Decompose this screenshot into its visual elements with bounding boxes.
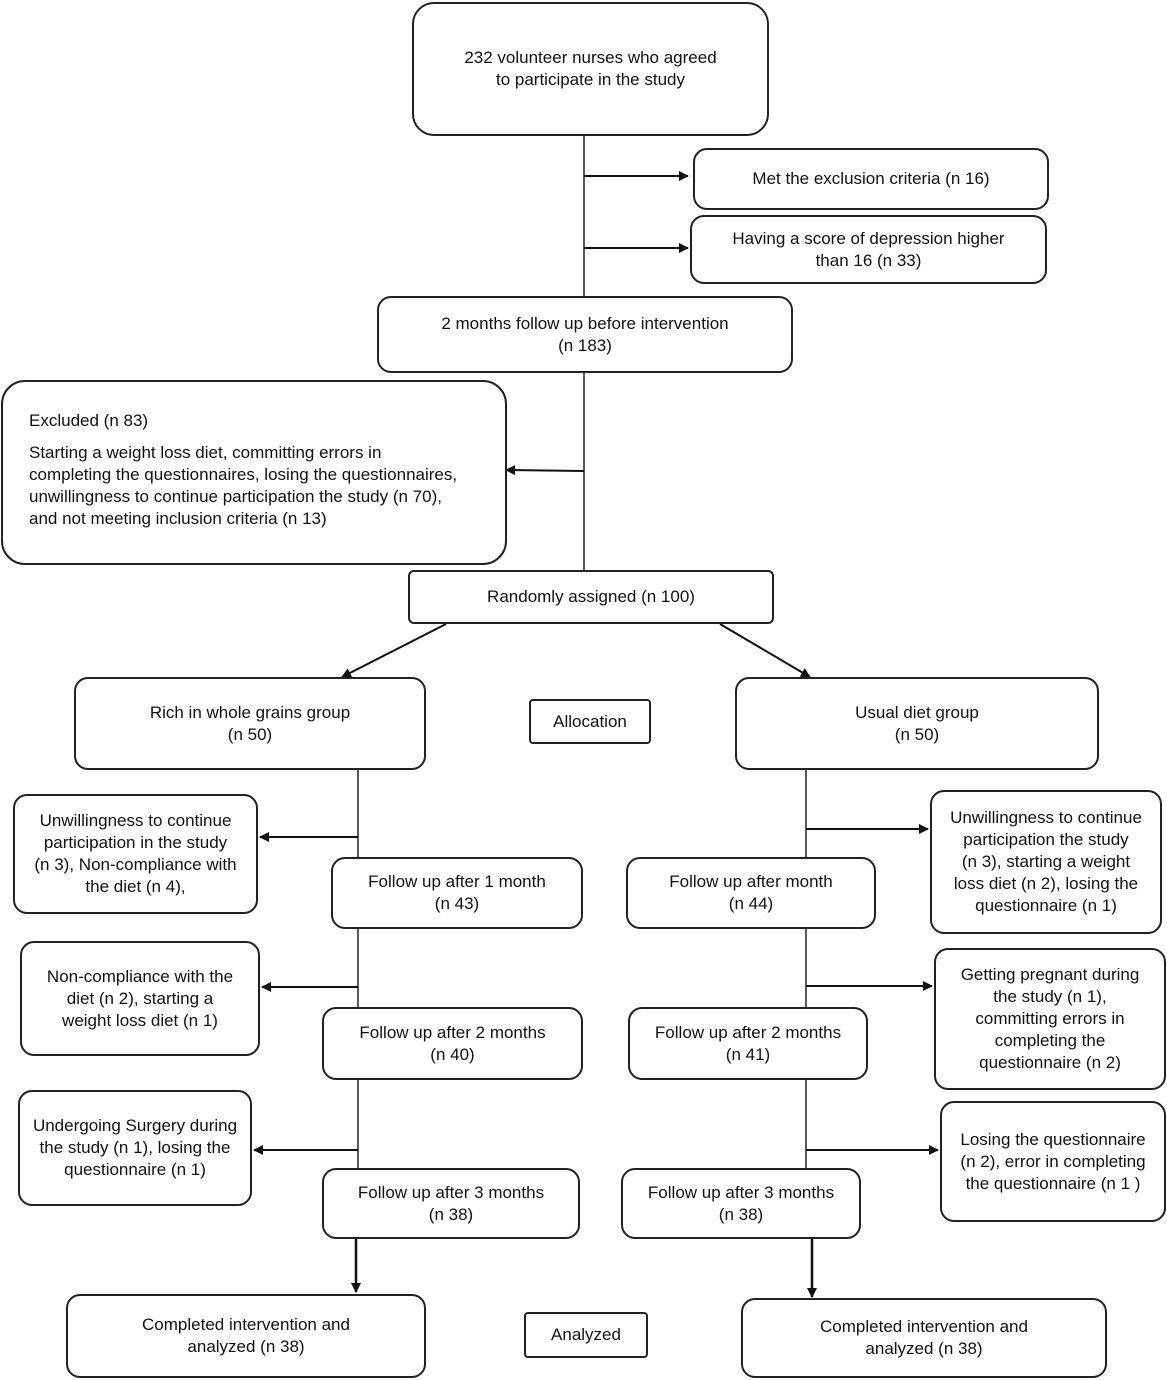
randomly-assigned-line-1: Randomly assigned (n 100) [487,587,695,606]
whole-grains-loss-1-line-3: (n 3), Non-compliance with [34,855,237,874]
whole-grains-loss-3-box: Undergoing Surgery during the study (n 1)… [18,1090,252,1206]
usual-diet-loss-1-line-1: Unwillingness to continue [950,808,1142,827]
enrolled-line-1: 232 volunteer nurses who agreed [464,48,717,67]
whole-grains-loss-1-line-4: the diet (n 4), [85,877,186,896]
usual-diet-loss-1-line-3: (n 3), starting a weight [961,852,1131,871]
excluded-details-line-4: and not meeting inclusion criteria (n 13… [29,509,327,528]
allocation-label: Allocation [529,699,651,744]
whole-grains-completed-line-1: Completed intervention and [142,1315,350,1334]
depression-score-line-1: Having a score of depression higher [732,228,1005,248]
whole-grains-loss-1-line-1: Unwillingness to continue [39,811,232,830]
usual-diet-followup-1-line-2: (n 44) [728,894,774,913]
arrow-whole-grains-group [341,623,447,678]
whole-grains-followup-1-box: Follow up after 1 month (n 43) [331,857,583,929]
usual-diet-group-line-1: Usual diet group [855,702,979,722]
usual-diet-completed-line-1: Completed intervention and [820,1317,1028,1336]
usual-diet-loss-3-box: Losing the questionnaire(n 2), error in … [940,1101,1166,1222]
usual-diet-followup-2-line-2: (n 41) [725,1044,771,1064]
whole-grains-loss-1-box: Unwillingness to continue participation i… [13,794,258,914]
analyzed-label-text: Analyzed [551,1325,621,1344]
usual-diet-loss-2-line-1: Getting pregnant during [960,965,1140,984]
pre-intervention-followup-line-2: (n 183) [558,335,612,355]
whole-grains-followup-2-line-1: Follow up after 2 months [359,1022,546,1042]
whole-grains-completed-line-2: analyzed (n 38) [187,1337,305,1356]
whole-grains-followup-3-line-2: (n 38) [428,1204,474,1224]
whole-grains-loss-2-line-2: diet (n 2), starting a [66,988,214,1008]
exclusion-criteria-box: Met the exclusion criteria (n 16) [693,148,1049,210]
excluded-details: Starting a weight loss diet, committing … [29,442,457,530]
whole-grains-group-line-2: (n 50) [227,724,273,744]
pre-intervention-followup-box: 2 months follow up before intervention(n… [377,296,793,373]
pre-intervention-followup-line-1: 2 months follow up before intervention [441,313,729,333]
allocation-label-text: Allocation [553,711,627,731]
whole-grains-followup-2-line-2: (n 40) [430,1044,475,1064]
usual-diet-loss-2-line-2: the study (n 1), [993,987,1107,1006]
whole-grains-loss-2-line-1: Non-compliance with the [46,966,234,986]
excluded-box: Excluded (n 83) Starting a weight loss d… [1,380,507,565]
whole-grains-completed-box: Completed intervention and analyzed (n 38… [66,1294,426,1378]
analyzed-label: Analyzed [524,1312,648,1358]
usual-diet-followup-3-line-1: Follow up after 3 months [647,1182,835,1202]
excluded-details-line-1: Starting a weight loss diet, committing … [29,443,382,462]
whole-grains-loss-3-line-1: Undergoing Surgery during [32,1116,238,1135]
excluded-details-line-2: completing the questionnaires, losing th… [29,465,458,484]
whole-grains-followup-3-box: Follow up after 3 months(n 38) [322,1168,580,1239]
usual-diet-loss-2-box: Getting pregnant during the study (n 1), c… [934,948,1166,1090]
usual-diet-followup-1-box: Follow up after month (n 44) [626,857,876,929]
usual-diet-followup-1-line-1: Follow up after month [669,872,833,891]
whole-grains-group-line-1: Rich in whole grains group [149,702,351,722]
usual-diet-loss-1-line-5: questionnaire (n 1) [975,896,1117,915]
usual-diet-loss-2-line-4: completing the [994,1031,1106,1050]
usual-diet-loss-3-line-1: Losing the questionnaire [960,1129,1146,1149]
usual-diet-group-box: Usual diet group(n 50) [735,677,1099,770]
usual-diet-loss-3-line-2: (n 2), error in completing [960,1151,1146,1171]
excluded-details-line-3: unwillingness to continue participation … [29,487,442,506]
usual-diet-group-line-2: (n 50) [894,724,940,744]
whole-grains-followup-3-line-1: Follow up after 3 months [357,1182,545,1202]
whole-grains-loss-3-line-2: the study (n 1), losing the [39,1138,231,1157]
enrolled-line-2: to participate in the study [495,70,685,89]
usual-diet-completed-line-2: analyzed (n 38) [865,1339,983,1358]
arrow-excluded [505,465,585,476]
whole-grains-followup-2-box: Follow up after 2 months(n 40) [322,1007,583,1080]
excluded-title: Excluded (n 83) [29,411,149,430]
whole-grains-followup-1-line-2: (n 43) [434,894,480,913]
usual-diet-followup-3-box: Follow up after 3 months(n 38) [621,1168,861,1239]
usual-diet-loss-3-line-3: the questionnaire (n 1 ) [965,1173,1141,1193]
usual-diet-loss-1-line-4: loss diet (n 2), losing the [953,874,1139,893]
whole-grains-group-box: Rich in whole grains group(n 50) [74,677,426,770]
arrow-usual-diet-group [719,623,811,678]
whole-grains-loss-3-line-3: questionnaire (n 1) [64,1160,206,1179]
usual-diet-loss-2-line-5: questionnaire (n 2) [979,1053,1121,1072]
usual-diet-loss-1-line-2: participation the study [963,830,1129,849]
depression-score-line-2: than 16 (n 33) [815,250,922,270]
randomly-assigned-box: Randomly assigned (n 100) [408,570,774,624]
usual-diet-loss-1-box: Unwillingness to continue participation t… [930,790,1162,934]
usual-diet-loss-2-line-3: committing errors in [975,1009,1125,1028]
whole-grains-followup-1-line-1: Follow up after 1 month [368,872,546,891]
whole-grains-loss-2-line-3: weight loss diet (n 1) [62,1010,218,1030]
usual-diet-followup-2-box: Follow up after 2 months(n 41) [628,1007,868,1080]
usual-diet-completed-box: Completed intervention and analyzed (n 38… [741,1298,1107,1378]
exclusion-criteria-line-1: Met the exclusion criteria (n 16) [752,169,990,188]
usual-diet-followup-2-line-1: Follow up after 2 months [654,1022,842,1042]
usual-diet-followup-3-line-2: (n 38) [718,1204,764,1224]
whole-grains-loss-1-line-2: participation in the study [43,833,228,852]
enrolled-box: 232 volunteer nurses who agreed to partic… [412,2,769,136]
